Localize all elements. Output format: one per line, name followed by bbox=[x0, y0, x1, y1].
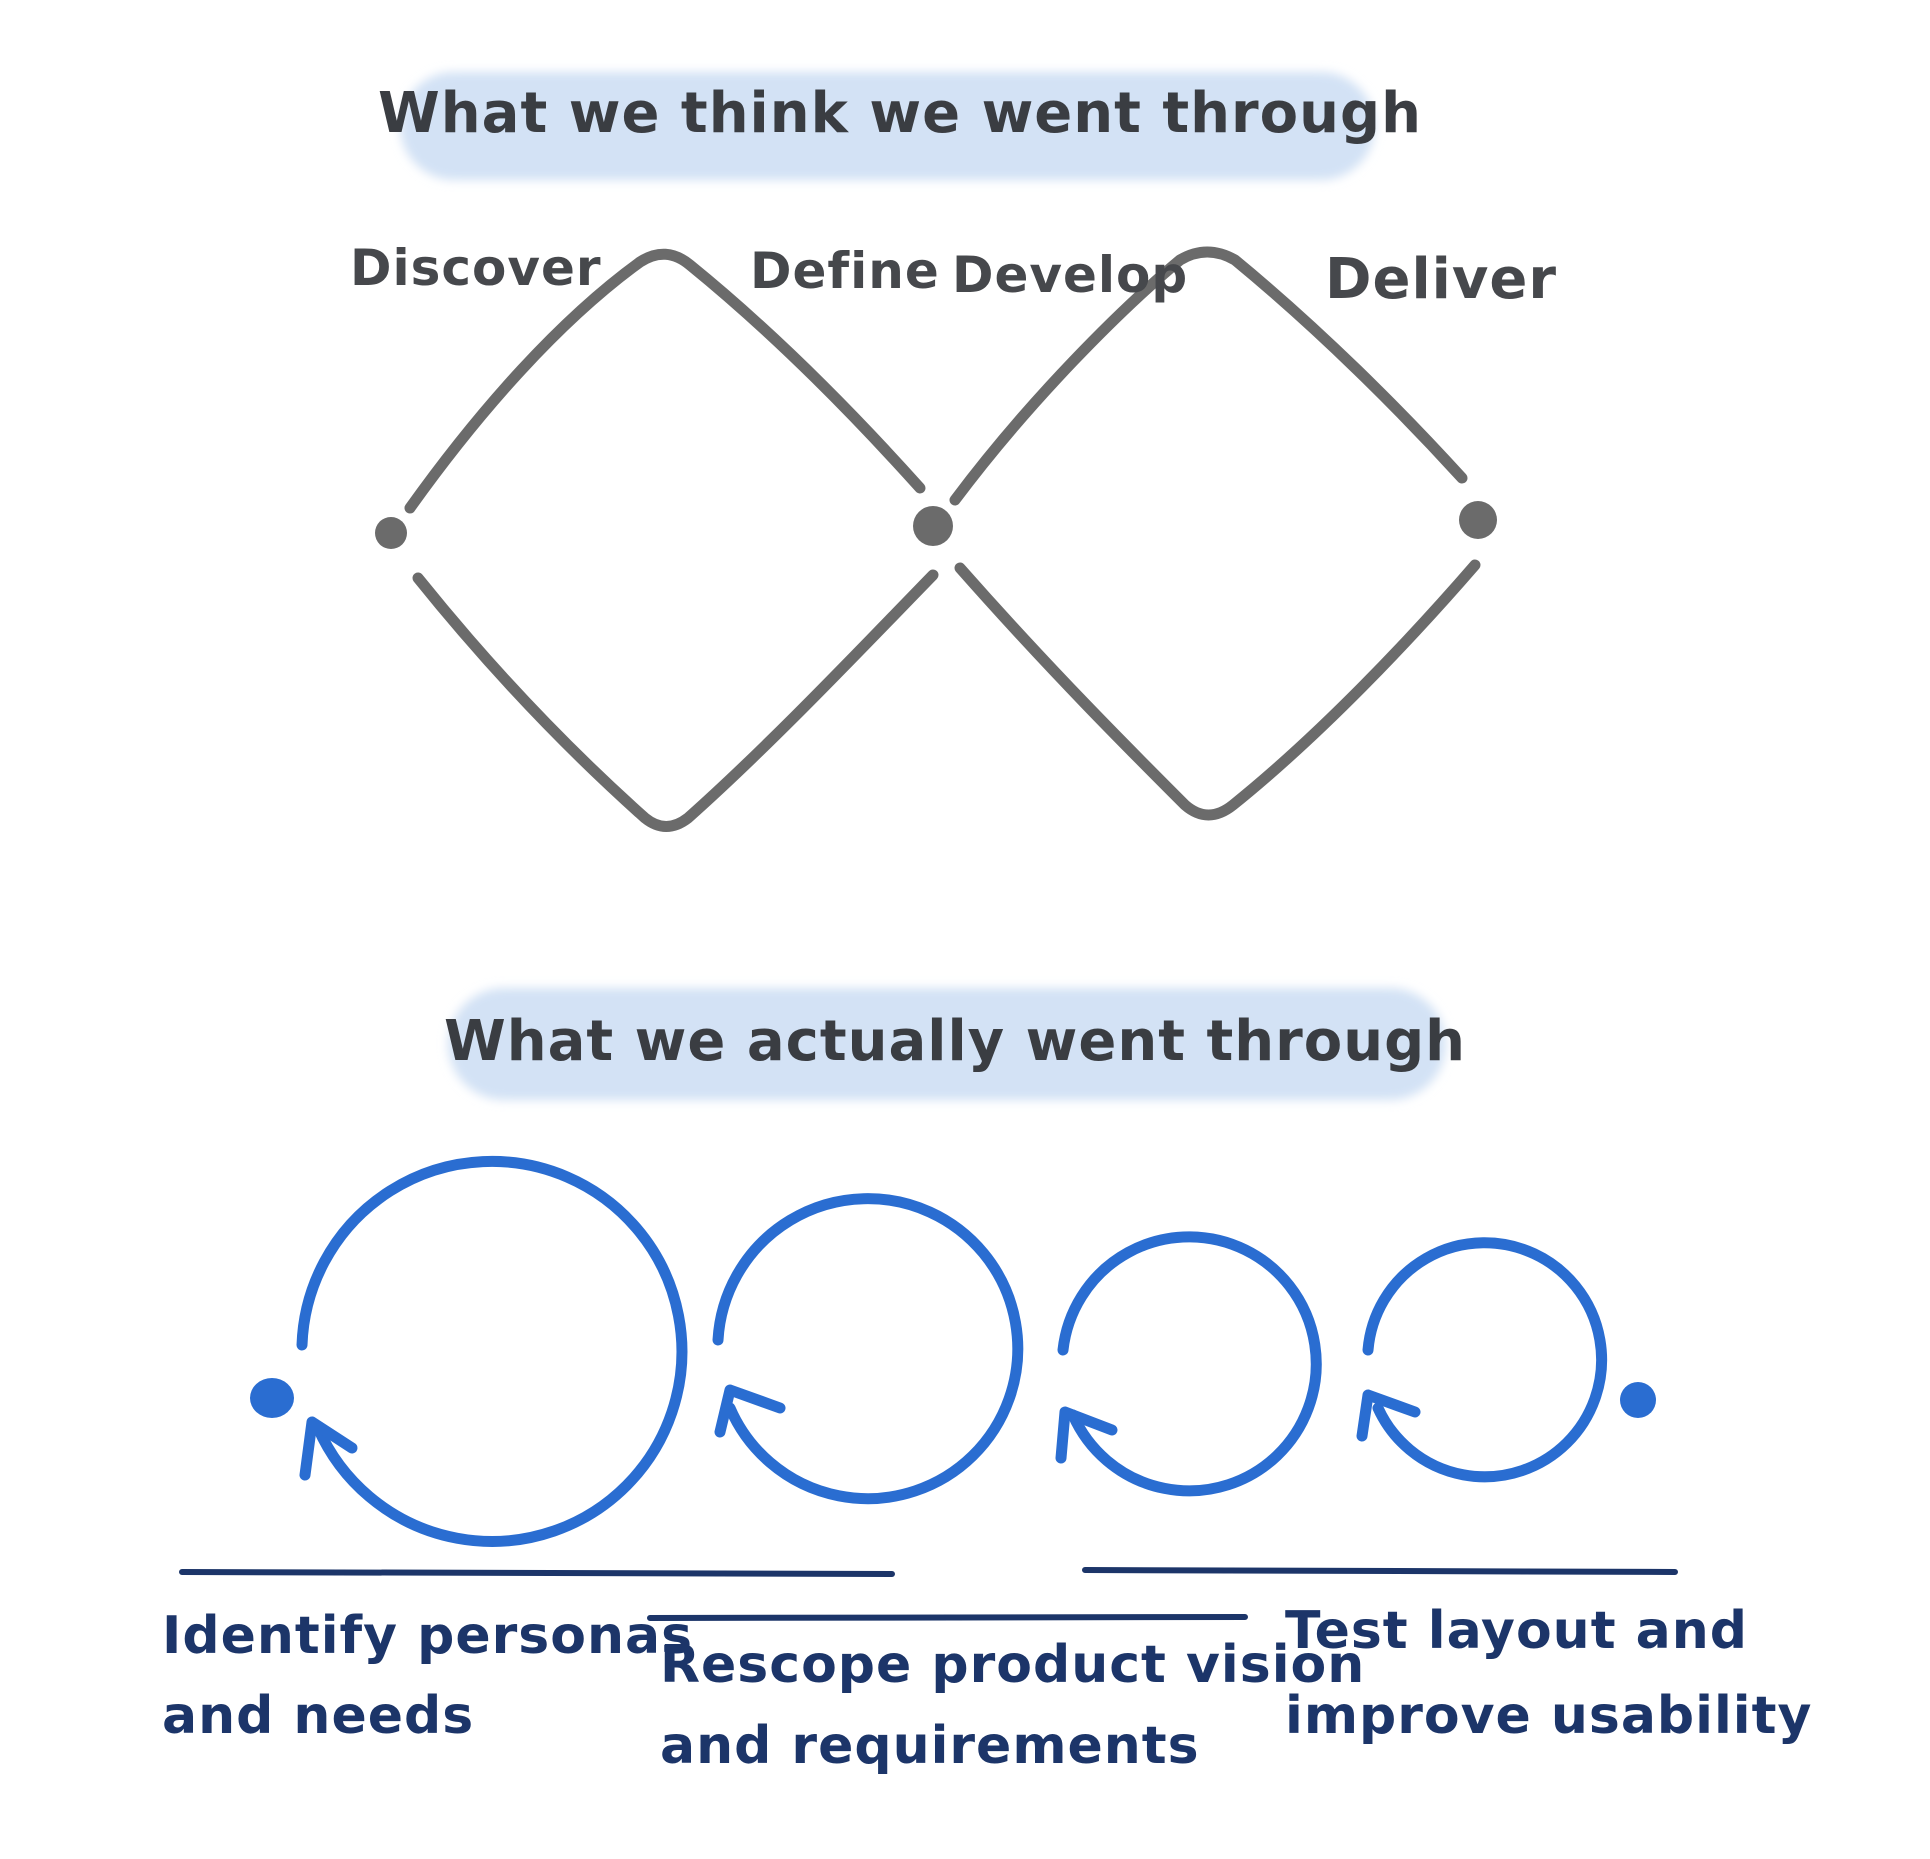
phase-label-define: Define bbox=[750, 242, 940, 300]
diamond-nodes bbox=[375, 501, 1497, 549]
loop-1-arc bbox=[296, 1156, 688, 1547]
loops bbox=[296, 1156, 1608, 1547]
bottom-title: What we actually went through bbox=[444, 1009, 1466, 1074]
loop-4-arc bbox=[1362, 1237, 1608, 1483]
phase-label-deliver: Deliver bbox=[1325, 247, 1557, 312]
diamond-2-upper bbox=[949, 246, 1468, 506]
diamond-node-middle bbox=[913, 506, 953, 546]
underline-3 bbox=[1082, 1567, 1678, 1575]
diamond-node-end bbox=[1459, 501, 1497, 539]
label-3-line-1: Test layout and bbox=[1285, 1601, 1748, 1661]
diamond-1-lower-left bbox=[412, 569, 939, 832]
phase-label-develop: Develop bbox=[952, 246, 1188, 304]
loop-2-arc bbox=[712, 1193, 1024, 1505]
top-title: What we think we went through bbox=[378, 81, 1422, 146]
loop-labels: Identify personas and needs Rescope prod… bbox=[162, 1601, 1812, 1776]
underline-2 bbox=[647, 1614, 1248, 1621]
loop-dots bbox=[250, 1378, 1656, 1418]
label-2-line-2: and requirements bbox=[660, 1716, 1200, 1776]
bottom-title-group: What we actually went through bbox=[444, 988, 1466, 1100]
label-1-line-2: and needs bbox=[162, 1686, 474, 1746]
label-2-line-1: Rescope product vision bbox=[660, 1635, 1365, 1695]
diamond-node-start bbox=[375, 517, 407, 549]
label-3-line-2: improve usability bbox=[1285, 1686, 1812, 1746]
loop-3-arc bbox=[1057, 1231, 1322, 1497]
label-1-line-1: Identify personas bbox=[162, 1606, 693, 1666]
diamond-1-upper-left bbox=[404, 248, 926, 514]
underlines bbox=[179, 1567, 1678, 1621]
double-diamond bbox=[404, 246, 1481, 832]
underline-1 bbox=[179, 1569, 895, 1577]
diamond-2-lower bbox=[954, 559, 1481, 821]
loop-1-arrowhead bbox=[299, 1416, 358, 1481]
loop-start-dot bbox=[250, 1378, 294, 1418]
top-title-highlight bbox=[400, 72, 1375, 180]
phase-label-discover: Discover bbox=[350, 239, 602, 297]
top-title-group: What we think we went through bbox=[378, 72, 1422, 180]
bottom-title-highlight bbox=[448, 988, 1446, 1100]
loop-end-dot bbox=[1620, 1382, 1656, 1418]
loop-3-arrowhead bbox=[1055, 1406, 1118, 1464]
loop-2-arrowhead bbox=[714, 1384, 786, 1438]
loop-4-arrowhead bbox=[1356, 1389, 1421, 1442]
